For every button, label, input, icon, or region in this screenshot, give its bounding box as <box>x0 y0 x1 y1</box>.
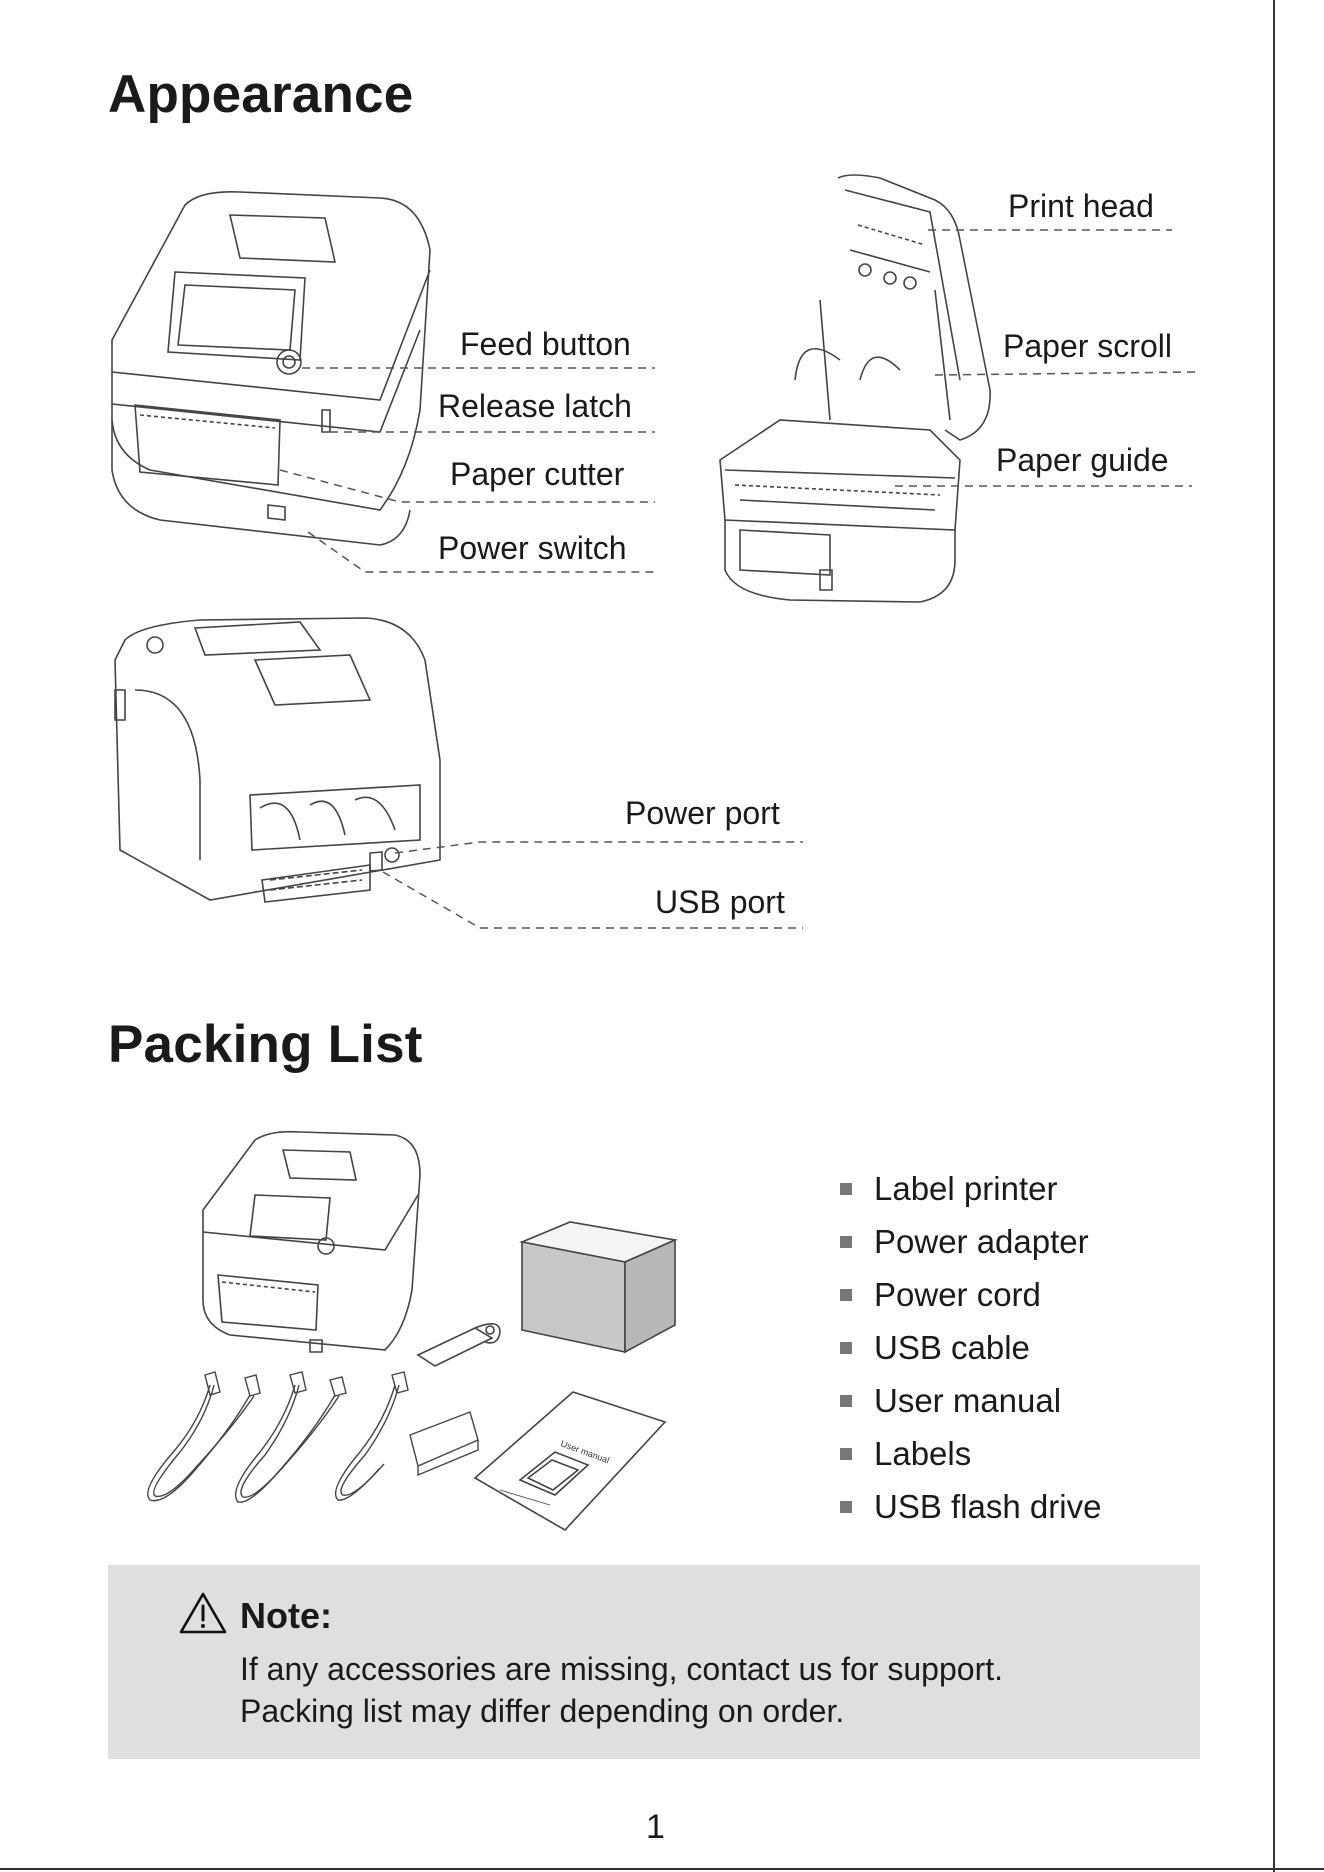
note-line: Packing list may differ depending on ord… <box>240 1693 845 1729</box>
bullet-icon <box>840 1447 852 1460</box>
label-feed-button: Feed button <box>460 326 631 362</box>
page-number: 1 <box>646 1808 665 1846</box>
open-printer-illustration <box>720 175 990 602</box>
packing-list-title: Packing List <box>108 1015 423 1074</box>
list-item: Label printer <box>840 1162 1101 1215</box>
leader-lines <box>280 230 1195 928</box>
list-item: USB cable <box>840 1321 1101 1374</box>
label-paper-guide: Paper guide <box>996 442 1169 478</box>
back-printer-illustration <box>115 618 440 902</box>
bullet-icon <box>840 1341 852 1354</box>
bullet-icon <box>840 1182 852 1195</box>
label-usb-port: USB port <box>655 884 785 920</box>
note-line: If any accessories are missing, contact … <box>240 1651 1003 1687</box>
labels-stack-illustration <box>522 1222 675 1352</box>
label-power-switch: Power switch <box>438 530 627 566</box>
note-box: Note: If any accessories are missing, co… <box>108 1565 1200 1759</box>
packing-printer-illustration <box>203 1132 420 1352</box>
bullet-icon <box>840 1235 852 1248</box>
usb-flash-drive-illustration <box>418 1324 500 1366</box>
warning-icon <box>179 1592 227 1634</box>
appearance-title: Appearance <box>108 65 414 124</box>
bullet-icon <box>840 1288 852 1301</box>
label-paper-cutter: Paper cutter <box>450 456 625 492</box>
bullet-icon <box>840 1500 852 1513</box>
label-release-latch: Release latch <box>438 388 632 424</box>
packing-list: Label printer Power adapter Power cord U… <box>840 1162 1101 1533</box>
label-power-port: Power port <box>625 795 780 831</box>
list-item: Labels <box>840 1427 1101 1480</box>
note-title: Note: <box>240 1595 332 1636</box>
page-border <box>0 1868 1324 1870</box>
bullet-icon <box>840 1394 852 1407</box>
list-item: Power cord <box>840 1268 1101 1321</box>
front-printer-illustration <box>112 192 430 545</box>
list-item: User manual <box>840 1374 1101 1427</box>
label-print-head: Print head <box>1008 188 1154 224</box>
list-item: Power adapter <box>840 1215 1101 1268</box>
user-manual-illustration <box>475 1392 665 1530</box>
page-border <box>1273 0 1275 1872</box>
label-paper-scroll: Paper scroll <box>1003 328 1172 364</box>
cables-illustration <box>148 1372 478 1502</box>
manual-cover-text: User manual <box>559 1438 610 1465</box>
list-item: USB flash drive <box>840 1480 1101 1533</box>
